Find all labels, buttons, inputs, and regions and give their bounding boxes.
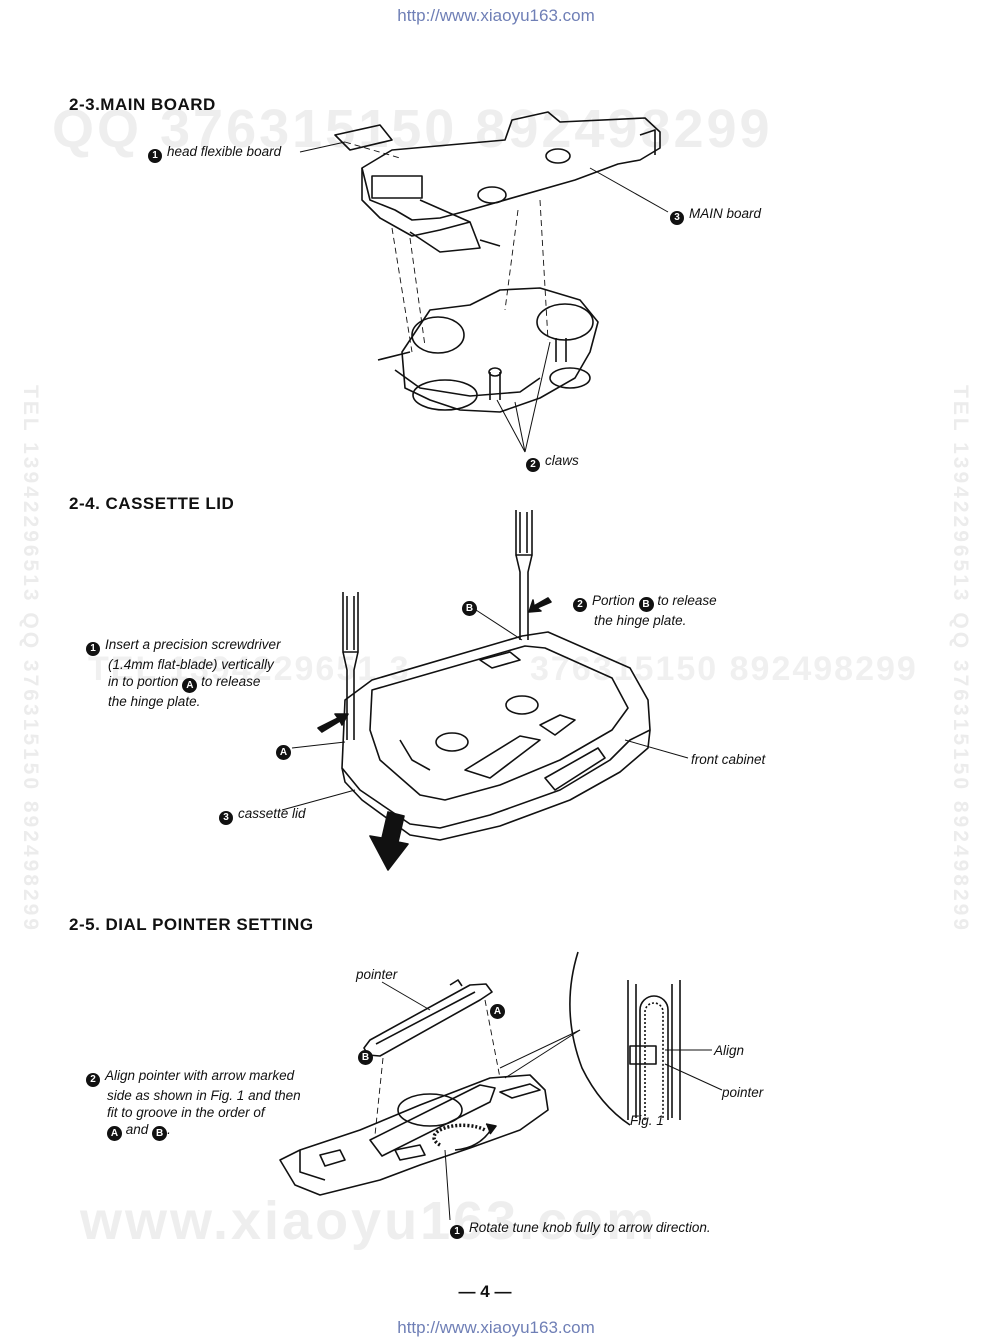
marker-b-badge: B [638,597,654,612]
marker-b-badge: B [152,1126,168,1141]
marker-a-badge: A [107,1126,122,1141]
label-fig-1: Fig. 1 [630,1113,664,1128]
label-front-cabinet: front cabinet [691,752,766,767]
marker-b-callout: B [462,596,477,616]
marker-a-callout: A [276,740,291,760]
marker-a-badge: A [182,678,198,693]
step-badge: 3 [219,811,233,825]
label-pointer: pointer [356,967,398,982]
page-number: — 4 — [458,1282,512,1301]
label-pointer-fig: pointer [722,1085,764,1100]
step-badge: 1 [148,149,162,163]
marker-b-callout: B [358,1045,373,1065]
step-badge: 2 [526,458,540,472]
section-title-cassette-lid: 2-4. CASSETTE LID [69,494,235,513]
step-badge: 1 [86,642,100,656]
header-url[interactable]: http://www.xiaoyu163.com [397,6,595,25]
step-badge: 2 [86,1073,100,1087]
step-badge: 3 [670,211,684,225]
step-badge: 2 [573,598,587,612]
section-title-dial-pointer: 2-5. DIAL POINTER SETTING [69,915,314,934]
footer-url[interactable]: http://www.xiaoyu163.com [397,1318,595,1337]
marker-a-callout: A [490,999,505,1019]
watermark-mid-left: TEL 1394229651 3 [88,650,411,688]
section-title-main-board: 2-3.MAIN BOARD [69,95,216,114]
watermark-bottom: www.xiaoyu163.com [80,1191,658,1251]
watermark-mid: 376315150 892498299 [530,650,918,688]
step-badge: 1 [450,1225,464,1239]
label-align: Align [714,1043,745,1058]
